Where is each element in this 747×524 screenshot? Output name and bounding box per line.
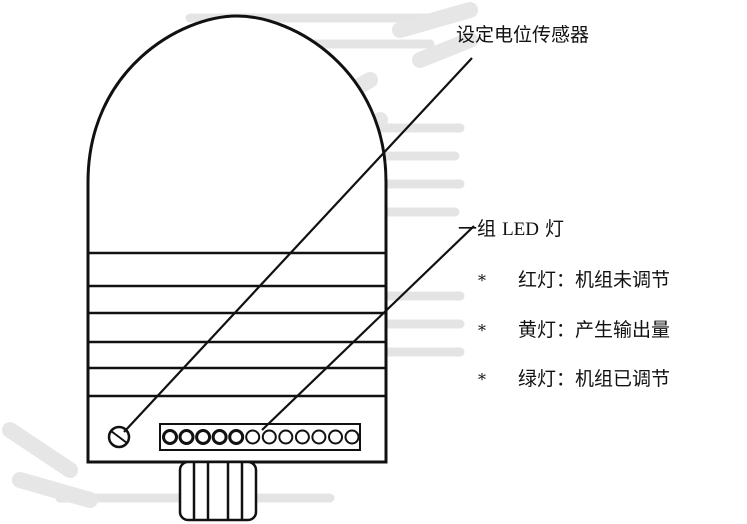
bullet-marker: *: [478, 321, 486, 340]
leader-line-sensor: [123, 57, 473, 433]
bullet-text: 红灯：机组未调节: [518, 269, 671, 291]
led-icon: [245, 429, 261, 445]
bullet-text: 黄灯：产生输出量: [518, 319, 671, 341]
bullet-green: * 绿灯：机组已调节: [478, 364, 670, 391]
bullet-text: 绿灯：机组已调节: [518, 368, 671, 390]
led-icon: [344, 429, 360, 445]
leader-lines: [123, 57, 475, 433]
bullet-yellow: * 黄灯：产生输出量: [478, 315, 670, 342]
led-icon: [178, 429, 195, 445]
led-icon: [278, 429, 294, 445]
led-icon: [162, 429, 178, 445]
label-sensor: 设定电位传感器: [456, 24, 590, 46]
led-icon: [328, 429, 343, 445]
housing-ribs: [88, 251, 386, 398]
led-icon: [228, 429, 245, 445]
led-icon: [294, 429, 310, 445]
led-group-prefix: 一组: [458, 218, 497, 240]
label-led-group: 一组 LED 灯: [458, 214, 564, 241]
led-icon: [261, 429, 277, 445]
led-group-suffix: 灯: [545, 218, 565, 240]
led-icon: [211, 429, 228, 445]
led-icon: [195, 429, 212, 445]
bullet-marker: *: [478, 271, 486, 290]
bullet-red: * 红灯：机组未调节: [478, 265, 670, 292]
device-housing: [86, 14, 388, 464]
led-icon: [311, 429, 327, 445]
leader-line-led: [261, 225, 475, 431]
bullet-marker: *: [478, 370, 486, 389]
cable-gland: [178, 460, 258, 522]
led-row: [162, 429, 360, 445]
led-group-latin: LED: [502, 219, 539, 240]
